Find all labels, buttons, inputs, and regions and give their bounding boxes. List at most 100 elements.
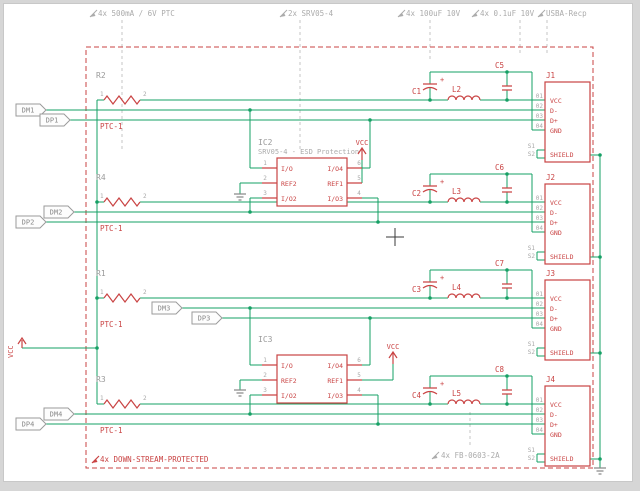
usb-connector-j3[interactable]: J3 01 02 03 04 VCC D- D+ GND S1 S2 SHIEL… xyxy=(528,269,591,361)
channel-1: DM1 DP1 R2 1 2 PTC-1 + C1 L2 C5 J1 xyxy=(15,61,591,163)
pin-number: 03 xyxy=(536,113,544,120)
ferrite-inductor-l5[interactable]: L5 xyxy=(447,389,481,405)
ferrite-inductor-l2[interactable]: L2 xyxy=(447,85,481,101)
inductor-symbol xyxy=(447,197,481,203)
wire-ic3-nets[interactable] xyxy=(239,308,394,424)
wire-nets[interactable] xyxy=(22,71,601,468)
net-label-dm3[interactable]: DM3 xyxy=(151,301,183,315)
connector-ref: J3 xyxy=(546,269,555,278)
annotation-leader-lines xyxy=(121,20,548,448)
ptc-resistor-r3[interactable]: R3 1 2 PTC-1 xyxy=(96,375,147,435)
annotation-text: 4x FB-0603-2A xyxy=(441,451,500,460)
vcc-arrow xyxy=(357,146,367,160)
net-label-dp4[interactable]: DP4 xyxy=(15,417,47,431)
pin-number: S1 xyxy=(528,143,536,150)
capacitor-symbol xyxy=(502,389,512,395)
vcc-arrow xyxy=(17,336,27,348)
net-label-dp2[interactable]: DP2 xyxy=(15,215,47,229)
pin-name: GND xyxy=(550,431,562,439)
wire-channel-3[interactable] xyxy=(97,269,600,357)
pin-name: SHIELD xyxy=(550,253,574,261)
net-label-dm2[interactable]: DM2 xyxy=(43,205,75,219)
pin-name: D- xyxy=(550,107,558,115)
pin-name: D+ xyxy=(550,315,558,323)
wire-power-rails[interactable] xyxy=(22,100,601,468)
vcc-symbol-ic3[interactable]: VCC xyxy=(387,343,400,364)
net-label-text: DP2 xyxy=(22,219,35,227)
gnd-symbol-ic3[interactable] xyxy=(234,389,246,397)
pin-name: REF2 xyxy=(281,377,297,385)
esd-ic3[interactable]: IC3 1 2 3 6 5 4 I/O REF2 I/O2 I/O4 REF1 … xyxy=(258,335,362,404)
pin-number: 01 xyxy=(536,93,544,100)
pin-number: 6 xyxy=(357,357,361,364)
resistor-value: PTC-1 xyxy=(100,224,123,233)
polarity-plus: + xyxy=(440,274,444,282)
leader-arrowhead xyxy=(472,13,478,17)
pin-number: 2 xyxy=(143,91,147,98)
connector-body xyxy=(544,279,591,361)
crosshair-cursor xyxy=(386,228,404,246)
usb-connector-j4[interactable]: J4 01 02 03 04 VCC D- D+ GND S1 S2 SHIEL… xyxy=(528,375,591,467)
resistor-symbol xyxy=(103,95,141,105)
small-capacitor-c8[interactable]: C8 xyxy=(495,365,512,395)
channel-2: DM2 DP2 R4 1 2 PTC-1 + C2 L3 C6 J2 xyxy=(15,163,591,265)
wire-ic2-nets[interactable] xyxy=(239,110,379,222)
net-label-dm1[interactable]: DM1 xyxy=(15,103,47,117)
resistor-ref: R2 xyxy=(96,71,106,80)
pin-name: VCC xyxy=(550,401,562,409)
vcc-symbol-ic2[interactable]: VCC xyxy=(356,139,369,160)
wire-channel-4[interactable] xyxy=(46,375,600,463)
bulk-capacitor-c4[interactable]: + C4 xyxy=(412,380,444,400)
polarity-plus: + xyxy=(440,380,444,388)
pin-name: REF1 xyxy=(327,180,343,188)
wire-channel-1[interactable] xyxy=(46,71,600,159)
pin-name: I/O4 xyxy=(327,362,343,370)
small-capacitor-c5[interactable]: C5 xyxy=(495,61,512,91)
usb-connector-j1[interactable]: J1 01 02 03 04 VCC D- D+ GND S1 S2 SHIEL… xyxy=(528,71,591,163)
net-label-dm4[interactable]: DM4 xyxy=(43,407,75,421)
gnd-symbol-ic2[interactable] xyxy=(234,193,246,201)
bulk-capacitor-c3[interactable]: + C3 xyxy=(412,274,444,294)
annotation-text: USBA-Recp xyxy=(546,9,587,18)
pin-number: 1 xyxy=(263,357,267,364)
esd-ic2[interactable]: IC2 SRV05-4 - ESD Protection 1 2 3 6 5 4… xyxy=(258,138,362,207)
ferrite-inductor-l3[interactable]: L3 xyxy=(447,187,481,203)
annotation-bulkcap-note: 4x 100uF 10V xyxy=(397,9,461,18)
gnd-bars xyxy=(234,193,246,201)
gnd-bars xyxy=(234,389,246,397)
ic-value: SRV05-4 - ESD Protection xyxy=(258,148,359,156)
capacitor-ref: C1 xyxy=(412,87,421,96)
vcc-symbol-left[interactable]: VCC xyxy=(7,336,27,358)
bulk-capacitor-c2[interactable]: + C2 xyxy=(412,178,444,198)
ptc-resistor-r2[interactable]: R2 1 2 PTC-1 xyxy=(96,71,147,131)
small-capacitor-c7[interactable]: C7 xyxy=(495,259,512,289)
vcc-arrow xyxy=(388,350,398,364)
ptc-resistor-r4[interactable]: R4 1 2 PTC-1 xyxy=(96,173,147,233)
pin-number: 2 xyxy=(143,193,147,200)
capacitor-symbol xyxy=(422,387,438,395)
ptc-resistor-r1[interactable]: R1 1 2 PTC-1 xyxy=(96,269,147,329)
pin-number: S1 xyxy=(528,341,536,348)
annotation-text: 4x 500mA / 6V PTC xyxy=(98,9,175,18)
inductor-symbol xyxy=(447,95,481,101)
net-label-dp3[interactable]: DP3 xyxy=(191,311,223,325)
net-label-dp1[interactable]: DP1 xyxy=(39,113,71,127)
vcc-label: VCC xyxy=(356,139,369,147)
pin-number: S1 xyxy=(528,245,536,252)
pin-number: 02 xyxy=(536,205,544,212)
ic-ref: IC3 xyxy=(258,335,273,344)
pin-number: S2 xyxy=(528,253,536,260)
gnd-symbol-shield[interactable] xyxy=(594,467,606,475)
resistor-ref: R3 xyxy=(96,375,106,384)
connector-body xyxy=(544,183,591,265)
ic-pin-stubs xyxy=(262,167,362,199)
inductor-ref: L3 xyxy=(452,187,461,196)
leader-arrowhead xyxy=(92,459,98,463)
small-capacitor-c6[interactable]: C6 xyxy=(495,163,512,193)
usb-connector-j2[interactable]: J2 01 02 03 04 VCC D- D+ GND S1 S2 SHIEL… xyxy=(528,173,591,265)
pin-number: 03 xyxy=(536,215,544,222)
bulk-capacitor-c1[interactable]: + C1 xyxy=(412,76,444,96)
ferrite-inductor-l4[interactable]: L4 xyxy=(447,283,481,299)
